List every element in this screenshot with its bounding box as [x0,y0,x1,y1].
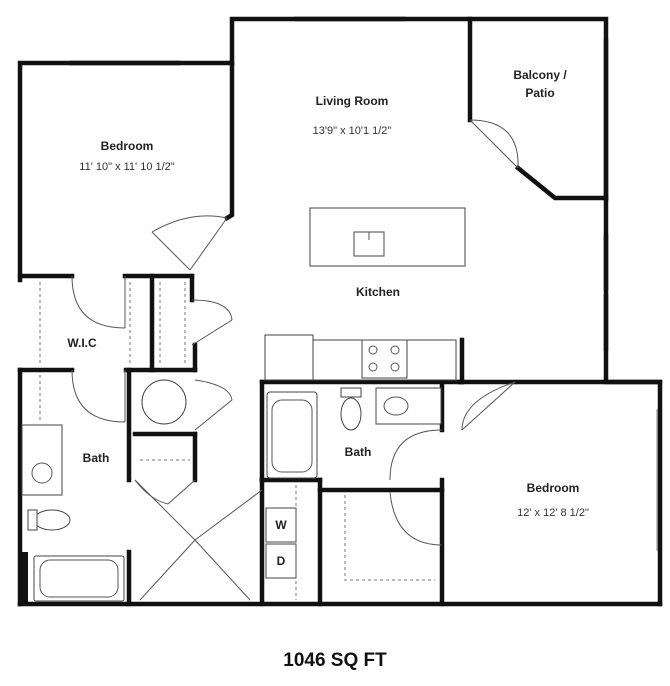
wic-name: W.I.C [67,336,97,350]
closet-lines [39,282,435,600]
walls [17,16,663,607]
bath-1-name: Bath [83,451,110,465]
bathtub-2 [266,391,318,479]
total-area: 1046 SQ FT [283,650,387,671]
bedroom-2-name: Bedroom [527,481,580,495]
bathtub-1 [33,555,125,602]
refrigerator [264,334,314,381]
bath-2-name: Bath [345,445,372,459]
toilet-1 [33,509,71,531]
dryer-label: D [277,554,286,568]
dryer [265,543,297,579]
bedroom-2-dims: 12' x 12' 8 1/2" [517,507,589,519]
doors [71,119,519,601]
balcony-name-line1: Balcony / [513,68,567,82]
fixtures: W D [21,207,466,602]
bedroom-1-dims: 11' 10" x 11' 10 1/2" [79,161,174,173]
sink-1 [21,424,63,496]
kitchen-name: Kitchen [356,285,400,299]
room-labels: Living Room 13'9" x 10'1 1/2" Balcony / … [67,68,589,519]
bedroom-1-name: Bedroom [101,139,154,153]
living-room-dims: 13'9" x 10'1 1/2" [313,125,392,137]
washer [265,507,297,543]
living-room-name: Living Room [316,94,389,108]
toilet-2 [340,397,362,431]
water-heater [141,379,187,425]
washer-label: W [275,518,287,532]
balcony-name-line2: Patio [525,86,554,100]
kitchen-island [309,207,466,267]
range [361,339,408,379]
